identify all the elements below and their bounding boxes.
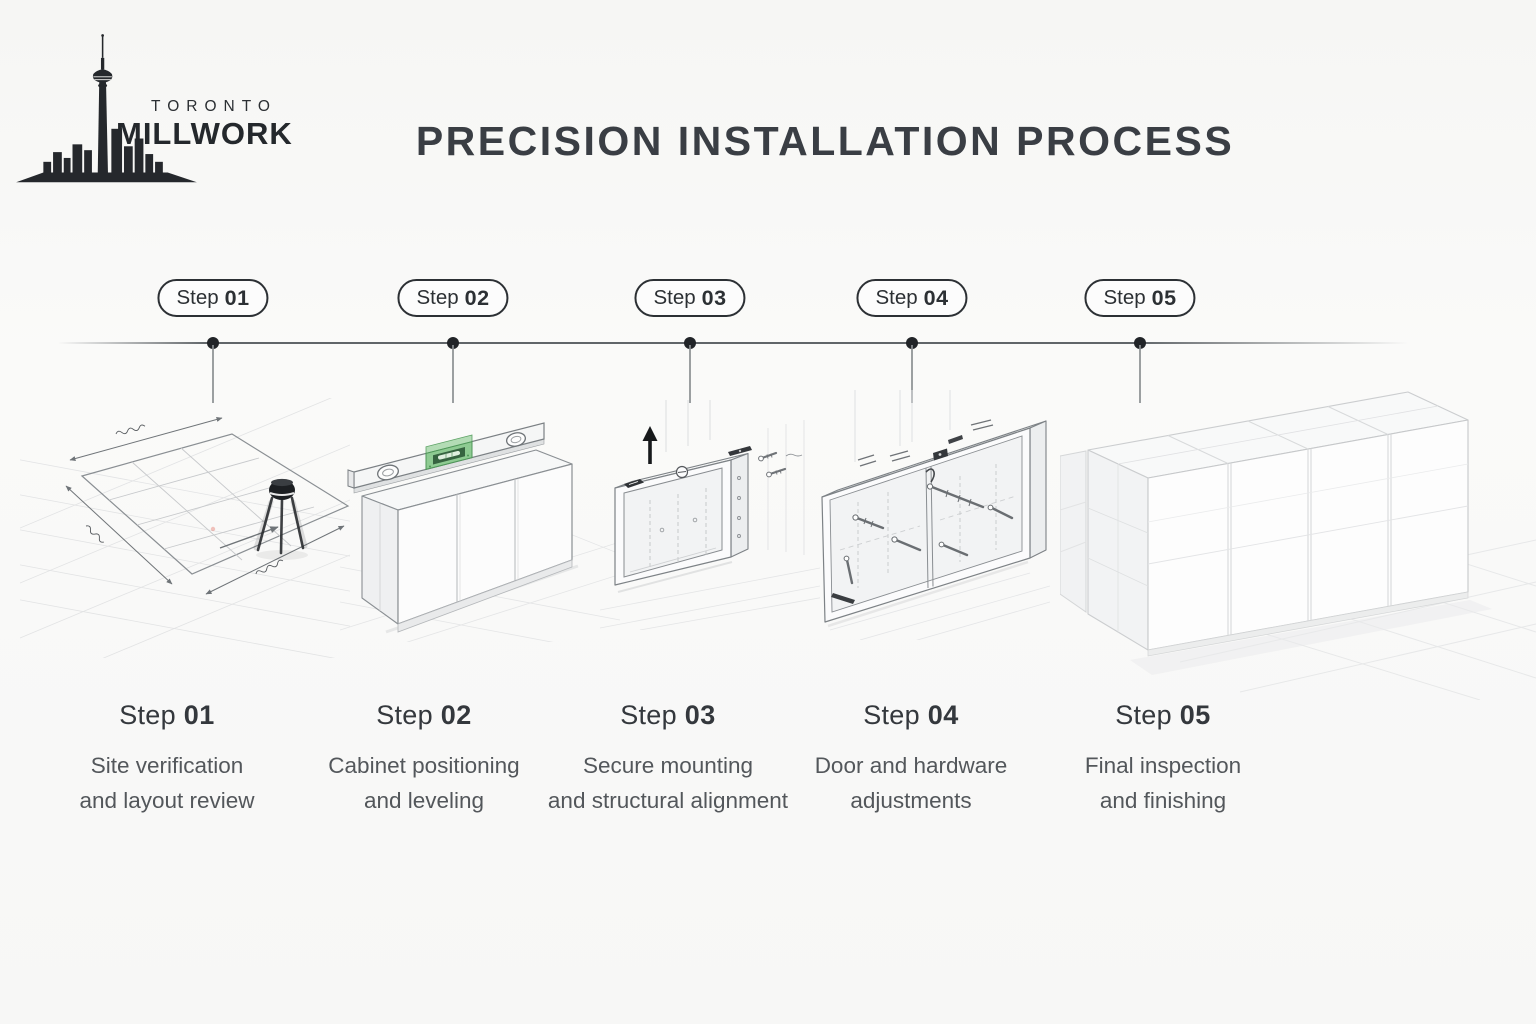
step-02-badge: Step 02 bbox=[397, 279, 509, 317]
timeline-connector-5 bbox=[1139, 345, 1141, 403]
bracket-icon bbox=[831, 593, 855, 604]
hook-icon bbox=[925, 468, 935, 483]
timeline-dot-1 bbox=[207, 337, 219, 349]
step-03-caption: Step 03 Secure mounting and structural a… bbox=[508, 700, 828, 818]
step-04-badge-label: Step bbox=[875, 286, 918, 309]
bubble-level-icon bbox=[675, 465, 689, 479]
step-01-heading-label: Step bbox=[119, 700, 176, 730]
step-02-heading: Step 02 bbox=[264, 700, 584, 731]
step-04-description-line2: adjustments bbox=[850, 788, 972, 813]
step-04-caption: Step 04 Door and hardware adjustments bbox=[751, 700, 1071, 818]
screw-icons bbox=[758, 451, 803, 478]
step-01-badge: Step 01 bbox=[157, 279, 269, 317]
timeline-connector-4 bbox=[911, 345, 913, 403]
step-05-caption: Step 05 Final inspection and finishing bbox=[1003, 700, 1323, 818]
timeline-dot-3 bbox=[684, 337, 696, 349]
step-05-description-line2: and finishing bbox=[1099, 788, 1227, 813]
clamp-icon bbox=[948, 435, 963, 444]
step-05-description-line1: Final inspection bbox=[1084, 753, 1242, 778]
timeline-dot-4 bbox=[906, 337, 918, 349]
up-arrow-icon bbox=[642, 426, 658, 464]
step-03-description-line2: and structural alignment bbox=[547, 788, 789, 813]
step-03-badge: Step 03 bbox=[634, 279, 746, 317]
illustration-step-01-site-layout bbox=[20, 398, 350, 658]
timeline-connector-1 bbox=[212, 345, 214, 403]
step-04-badge-number: 04 bbox=[923, 285, 949, 310]
step-05-heading-number: 05 bbox=[1179, 700, 1211, 730]
step-01-badge-label: Step bbox=[176, 286, 219, 309]
step-02-description-line2: and leveling bbox=[363, 788, 485, 813]
step-02-heading-number: 02 bbox=[440, 700, 472, 730]
brand-name-top: TORONTO bbox=[151, 98, 277, 115]
step-01-caption: Step 01 Site verification and layout rev… bbox=[7, 700, 327, 818]
step-02-heading-label: Step bbox=[376, 700, 433, 730]
hinge-icon bbox=[933, 448, 948, 461]
step-01-description-line1: Site verification bbox=[90, 753, 244, 778]
dimension-scribbles bbox=[85, 424, 284, 575]
timeline-connector-3 bbox=[689, 345, 691, 403]
step-05-badge-label: Step bbox=[1103, 286, 1146, 309]
screw-icons bbox=[843, 483, 1014, 585]
illustration-step-02-cabinet-level bbox=[340, 422, 620, 642]
step-05-heading-label: Step bbox=[1115, 700, 1172, 730]
illustration-step-03-mounting bbox=[600, 400, 820, 630]
spirit-level-icon bbox=[347, 422, 545, 494]
step-01-description-line2: and layout review bbox=[79, 788, 255, 813]
step-05-heading: Step 05 bbox=[1003, 700, 1323, 731]
step-05-badge: Step 05 bbox=[1084, 279, 1196, 317]
step-04-badge: Step 04 bbox=[856, 279, 968, 317]
step-02-badge-label: Step bbox=[416, 286, 459, 309]
page-title: PRECISION INSTALLATION PROCESS bbox=[415, 118, 1235, 164]
step-03-heading: Step 03 bbox=[508, 700, 828, 731]
timeline-dot-2 bbox=[447, 337, 459, 349]
mounting-rail-clamp-icon bbox=[728, 446, 752, 456]
timeline-line bbox=[58, 342, 1408, 344]
step-04-heading-label: Step bbox=[863, 700, 920, 730]
hardware-scribbles bbox=[857, 419, 994, 467]
step-01-heading: Step 01 bbox=[7, 700, 327, 731]
brand-name-bottom: MILLWORK bbox=[116, 116, 293, 151]
step-01-badge-number: 01 bbox=[224, 285, 250, 310]
step-05-badge-number: 05 bbox=[1151, 285, 1177, 310]
step-04-description-line1: Door and hardware bbox=[814, 753, 1008, 778]
step-03-badge-number: 03 bbox=[701, 285, 727, 310]
step-04-heading-number: 04 bbox=[927, 700, 959, 730]
mounting-cleat-icon bbox=[624, 479, 644, 488]
step-03-badge-label: Step bbox=[653, 286, 696, 309]
toronto-skyline-cn-tower-icon bbox=[16, 34, 197, 183]
illustration-step-04-hardware bbox=[821, 390, 1050, 640]
step-02-description-line1: Cabinet positioning bbox=[328, 753, 520, 778]
step-02-caption: Step 02 Cabinet positioning and leveling bbox=[264, 700, 584, 818]
illustration-step-05-finished bbox=[1060, 391, 1536, 700]
step-03-description-line1: Secure mounting bbox=[582, 753, 754, 778]
laser-level-tripod-icon bbox=[253, 478, 308, 560]
step-01-heading-number: 01 bbox=[183, 700, 215, 730]
step-04-heading: Step 04 bbox=[751, 700, 1071, 731]
timeline-connector-2 bbox=[452, 345, 454, 403]
step-03-heading-number: 03 bbox=[684, 700, 716, 730]
timeline-dot-5 bbox=[1134, 337, 1146, 349]
step-03-heading-label: Step bbox=[620, 700, 677, 730]
step-02-badge-number: 02 bbox=[464, 285, 490, 310]
